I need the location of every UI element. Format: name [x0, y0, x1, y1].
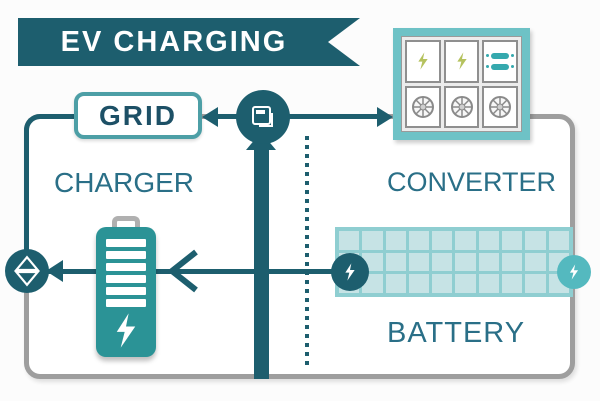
- title-ribbon: EV CHARGING: [18, 18, 360, 66]
- battery-cell: [502, 274, 523, 293]
- battery-to-charger-line: [27, 269, 337, 274]
- battery-cell: [478, 252, 500, 272]
- converter-cell: [405, 85, 441, 128]
- battery-cell: [408, 231, 430, 250]
- battery-cell: [385, 231, 406, 250]
- battery-bar: [106, 263, 146, 271]
- junction-to-converter-line: [288, 114, 378, 119]
- battery-bar: [106, 251, 146, 259]
- lightning-bolt-icon: [569, 264, 579, 280]
- charger-uplink-bar: [254, 149, 269, 379]
- converter-cell: [443, 85, 480, 128]
- battery-cell: [478, 231, 500, 250]
- page-title: EV CHARGING: [60, 25, 288, 58]
- battery-cell: [525, 274, 546, 293]
- ev-battery-icon: [96, 227, 156, 357]
- converter-cell: [482, 85, 519, 128]
- fan-icon: [450, 95, 473, 118]
- battery-cell: [502, 231, 523, 250]
- battery-label: BATTERY: [387, 317, 526, 349]
- battery-cell: [385, 252, 406, 272]
- battery-cell: [408, 252, 430, 272]
- lightning-bolt-icon: [116, 313, 136, 348]
- battery-power-node-right: [557, 255, 591, 289]
- battery-cell: [385, 274, 406, 293]
- battery-module-grid: [335, 227, 573, 297]
- chevron-left-arrow-icon: [167, 249, 198, 293]
- battery-cell: [408, 274, 430, 293]
- busbar-icon: [486, 63, 515, 70]
- fan-icon: [489, 95, 512, 118]
- battery-cell: [432, 231, 453, 250]
- battery-cell: [432, 274, 453, 293]
- converter-bottom-row: [405, 85, 519, 128]
- battery-bar: [106, 239, 146, 247]
- battery-bar: [106, 299, 146, 307]
- battery-cell: [455, 231, 476, 250]
- converter-panel: [401, 36, 522, 132]
- grid-node: GRID: [74, 92, 202, 139]
- grid-feed-line: [24, 114, 84, 279]
- junction-to-grid-line: [217, 114, 239, 119]
- fan-icon: [411, 95, 434, 118]
- converter-top-row: [405, 40, 519, 83]
- ev-charger-station-icon: [252, 106, 273, 127]
- battery-bar: [106, 287, 146, 295]
- battery-cell: [455, 252, 476, 272]
- battery-cell: [502, 252, 523, 272]
- lightning-bolt-icon: [456, 52, 467, 70]
- battery-power-node: [331, 253, 369, 291]
- battery-cell: [478, 274, 500, 293]
- grid-node-label: GRID: [99, 99, 177, 131]
- converter-cell: [443, 40, 480, 83]
- battery-bar: [106, 275, 146, 283]
- converter-node: [393, 28, 530, 140]
- battery-cell: [525, 231, 546, 250]
- swap-diamond-icon: [14, 255, 40, 287]
- lightning-bolt-icon: [418, 52, 428, 70]
- battery-cell: [362, 231, 383, 250]
- charger-label: CHARGER: [54, 167, 195, 198]
- arrowhead-into-grid: [202, 107, 218, 127]
- arrowhead-into-swap-node: [46, 260, 63, 282]
- arrowhead-into-converter: [377, 107, 393, 127]
- dc-dotted-divider: [305, 136, 309, 367]
- converter-cell: [405, 40, 441, 83]
- battery-charge-bars: [106, 239, 146, 307]
- converter-label: CONVERTER: [387, 167, 557, 197]
- battery-cell: [339, 231, 360, 250]
- lightning-bolt-icon: [345, 263, 355, 281]
- battery-cell: [432, 252, 453, 272]
- battery-cell: [525, 252, 546, 272]
- battery-cell: [548, 231, 569, 250]
- converter-cell: [482, 40, 519, 83]
- ev-charger-junction: [236, 90, 290, 144]
- busbar-icon: [486, 52, 515, 59]
- swap-node: [5, 249, 49, 293]
- battery-cell: [455, 274, 476, 293]
- battery-handle: [112, 216, 140, 232]
